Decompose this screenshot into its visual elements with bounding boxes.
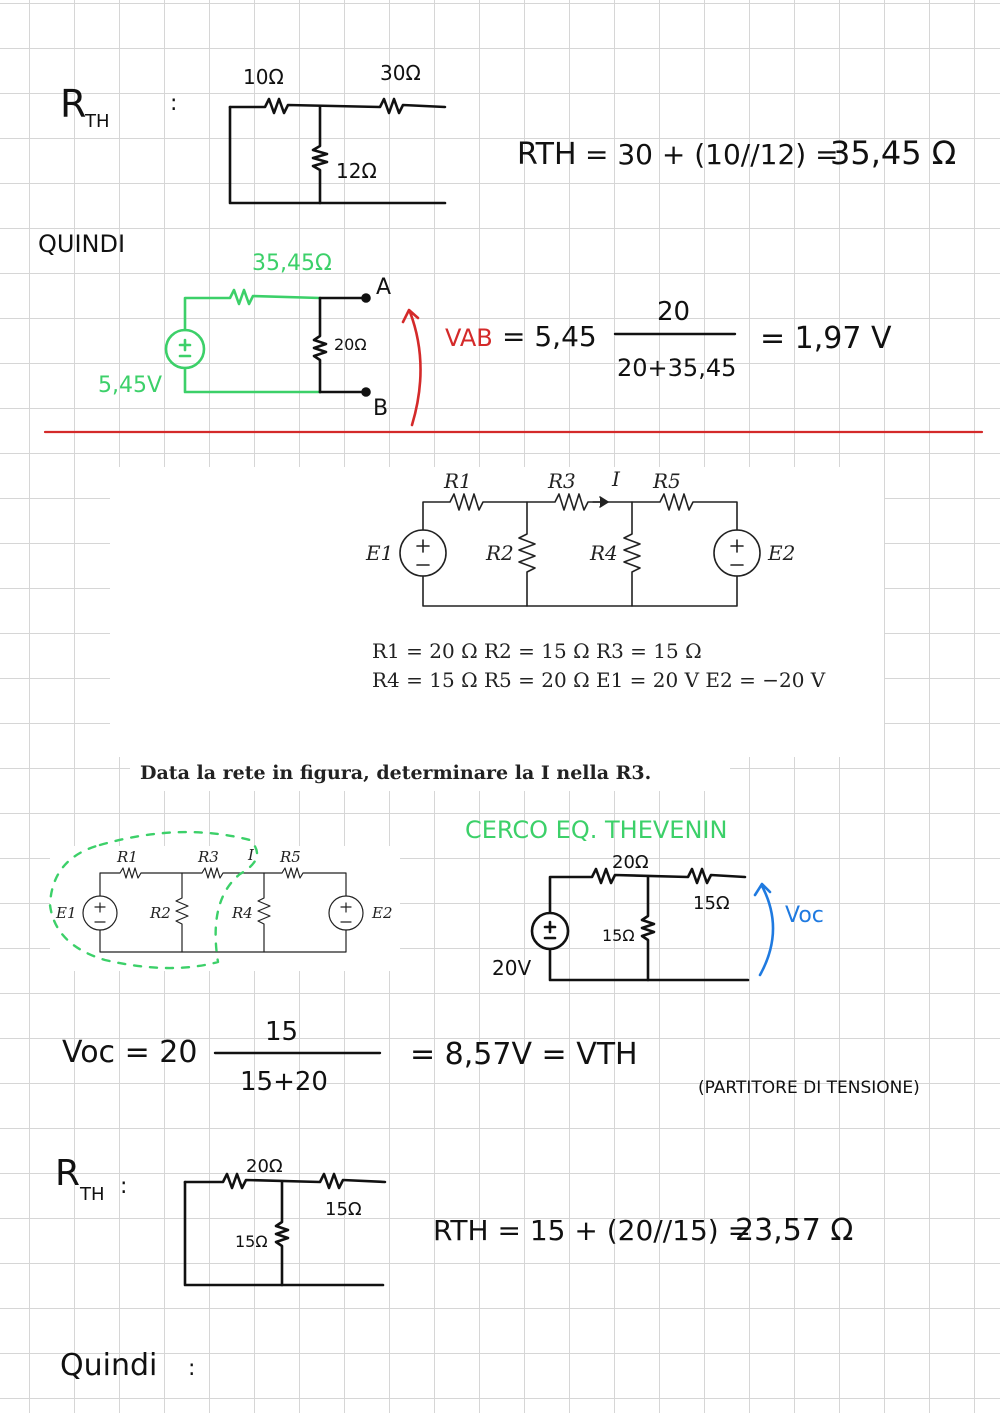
vab-den: 20+35,45 [617, 354, 736, 382]
voc-eq-den: 15+20 [240, 1067, 328, 1097]
rth2-r-out: 15Ω [325, 1199, 362, 1220]
quindi1-green-circuit [164, 288, 322, 394]
rth1-label: R [60, 82, 86, 126]
thev-r-shunt: 15Ω [602, 926, 635, 945]
rth1-sub: TH [84, 111, 110, 132]
rth2-r-series: 20Ω [246, 1156, 283, 1177]
vab-arrow [401, 308, 422, 427]
rth1-eq-rhs: = 30 + (10//12) = [585, 138, 839, 171]
node-b: B [373, 396, 388, 421]
mini-circuit [82, 867, 364, 953]
rth1-colon: : [170, 91, 177, 116]
rth2-r-shunt: 15Ω [235, 1232, 268, 1251]
thev-source: 20V [492, 956, 531, 980]
rth2-circuit [183, 1172, 387, 1287]
rth1-circuit [228, 97, 447, 205]
voc-label: Voc [785, 903, 824, 928]
quindi1-source: 5,45V [98, 373, 162, 398]
label-i: I [611, 467, 621, 491]
voc-eq-lhs: Voc = 20 [62, 1035, 197, 1070]
mini-r3: R3 [197, 848, 219, 866]
problem-panel [110, 467, 884, 757]
mini-green-loop [48, 830, 259, 970]
quindi1-black-circuit [312, 293, 371, 397]
quindi2-label: Quindi [60, 1348, 157, 1383]
rth1-eq-result: 35,45 Ω [830, 134, 956, 172]
vab-num: 20 [657, 297, 690, 327]
vab-label: VAB [445, 324, 493, 352]
rth2-colon: : [120, 1174, 127, 1199]
quindi1-r-series: 35,45Ω [252, 251, 332, 276]
vab-eq: = 5,45 [502, 320, 597, 353]
quindi1-r-load: 20Ω [334, 335, 367, 354]
thev-circuit [530, 867, 750, 982]
label-e2: E2 [767, 541, 795, 565]
thev-title: CERCO EQ. THEVENIN [465, 816, 727, 844]
mini-i: I [247, 846, 255, 864]
vab-result: = 1,97 V [760, 321, 892, 356]
rth1-r-left: 10Ω [243, 65, 284, 89]
mini-r5: R5 [279, 848, 301, 866]
label-r4: R4 [589, 541, 618, 565]
rth1-eq-lhs: RTH [517, 137, 577, 172]
thev-r-series: 20Ω [612, 852, 649, 873]
mini-r2: R2 [149, 904, 171, 922]
problem-statement: Data la rete in figura, determinare la I… [140, 762, 651, 784]
voc-eq-num: 15 [265, 1017, 298, 1047]
quindi2-colon: : [188, 1356, 195, 1381]
rth2-sub: TH [79, 1184, 105, 1205]
rth2-eq: RTH = 15 + (20//15) = [433, 1214, 751, 1247]
mini-r4: R4 [231, 904, 253, 922]
problem-statement-panel [130, 757, 730, 791]
rth2-label: R [55, 1153, 80, 1194]
label-e1: E1 [365, 541, 393, 565]
values-line-1: R1 = 20 Ω R2 = 15 Ω R3 = 15 Ω [372, 639, 702, 663]
label-r1: R1 [443, 469, 472, 493]
mini-r1: R1 [116, 848, 138, 866]
rth1-r-right: 30Ω [380, 61, 421, 85]
label-r3: R3 [547, 469, 576, 493]
partitore-note: (PARTITORE DI TENSIONE) [698, 1078, 920, 1098]
mini-e1: E1 [55, 904, 77, 922]
rth2-result: 23,57 Ω [735, 1213, 853, 1248]
label-r5: R5 [652, 469, 681, 493]
rth1-r-mid: 12Ω [336, 159, 377, 183]
quindi1-label: QUINDI [38, 230, 125, 258]
mini-e2: E2 [371, 904, 393, 922]
voc-arrow [753, 882, 775, 977]
node-a: A [376, 275, 391, 300]
voc-eq-result: = 8,57V = VTH [410, 1037, 638, 1072]
values-line-2: R4 = 15 Ω R5 = 20 Ω E1 = 20 V E2 = −20 V [372, 668, 826, 692]
mini-circuit-panel [50, 846, 400, 971]
label-r2: R2 [485, 541, 514, 565]
thev-r-out: 15Ω [693, 893, 730, 914]
problem-circuit [399, 493, 761, 607]
